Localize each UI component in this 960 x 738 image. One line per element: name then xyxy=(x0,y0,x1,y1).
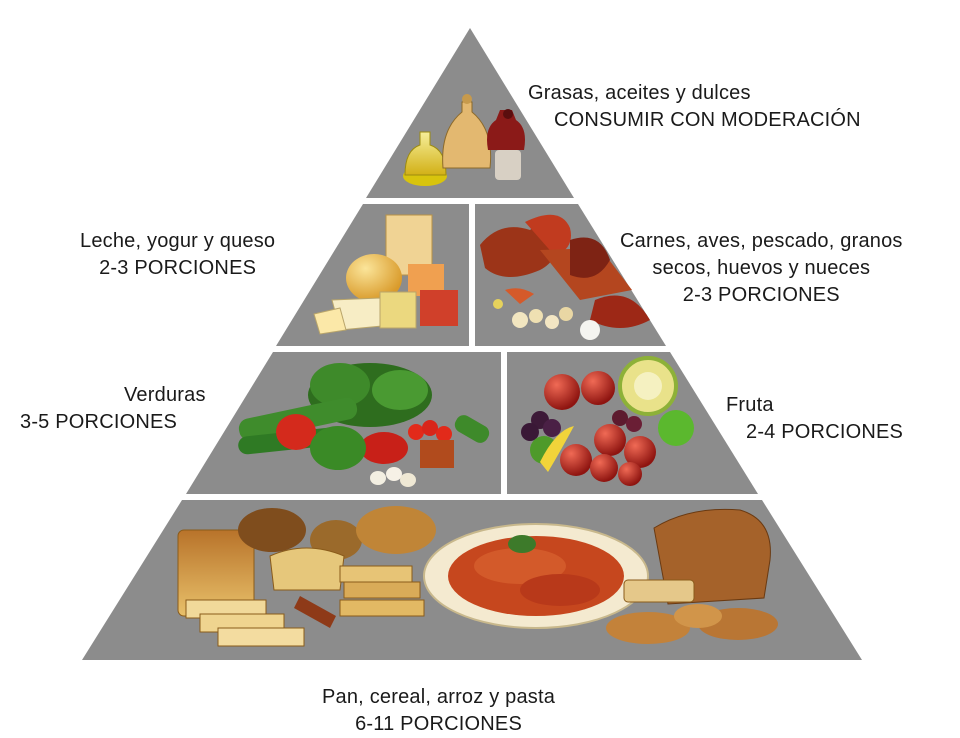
label-meat: Carnes, aves, pescado, granos secos, hue… xyxy=(620,228,903,309)
vegetables-servings: 3-5 PORCIONES xyxy=(20,411,178,433)
grains-name: Pan, cereal, arroz y pasta xyxy=(322,686,556,708)
grains-illustration xyxy=(177,506,778,647)
meat-illustration xyxy=(480,214,650,340)
dairy-servings: 2-3 PORCIONES xyxy=(99,257,257,279)
meat-name-line1: Carnes, aves, pescado, granos xyxy=(620,230,903,252)
label-fruit: Fruta 2-4 PORCIONES xyxy=(726,392,903,446)
dairy-illustration xyxy=(313,214,458,335)
meat-servings: 2-3 PORCIONES xyxy=(682,284,840,306)
fruit-servings: 2-4 PORCIONES xyxy=(746,421,904,443)
fruit-name: Fruta xyxy=(726,394,774,416)
label-grains: Pan, cereal, arroz y pasta 6-11 PORCIONE… xyxy=(322,684,555,738)
food-pyramid xyxy=(82,28,862,660)
vegetables-illustration xyxy=(238,363,490,487)
dairy-name: Leche, yogur y queso xyxy=(80,230,276,252)
meat-name-line2: secos, huevos y nueces xyxy=(652,257,871,279)
label-dairy: Leche, yogur y queso 2-3 PORCIONES xyxy=(80,228,275,282)
oils-sweets-illustration xyxy=(403,94,525,186)
vegetables-name: Verduras xyxy=(124,384,206,406)
fats-servings: CONSUMIR CON MODERACIÓN xyxy=(554,109,861,131)
fats-name: Grasas, aceites y dulces xyxy=(528,82,751,104)
label-fats: Grasas, aceites y dulces CONSUMIR CON MO… xyxy=(528,80,861,134)
label-vegetables: Verduras 3-5 PORCIONES xyxy=(20,382,206,436)
grains-servings: 6-11 PORCIONES xyxy=(355,713,522,735)
fruit-illustration xyxy=(521,356,694,486)
